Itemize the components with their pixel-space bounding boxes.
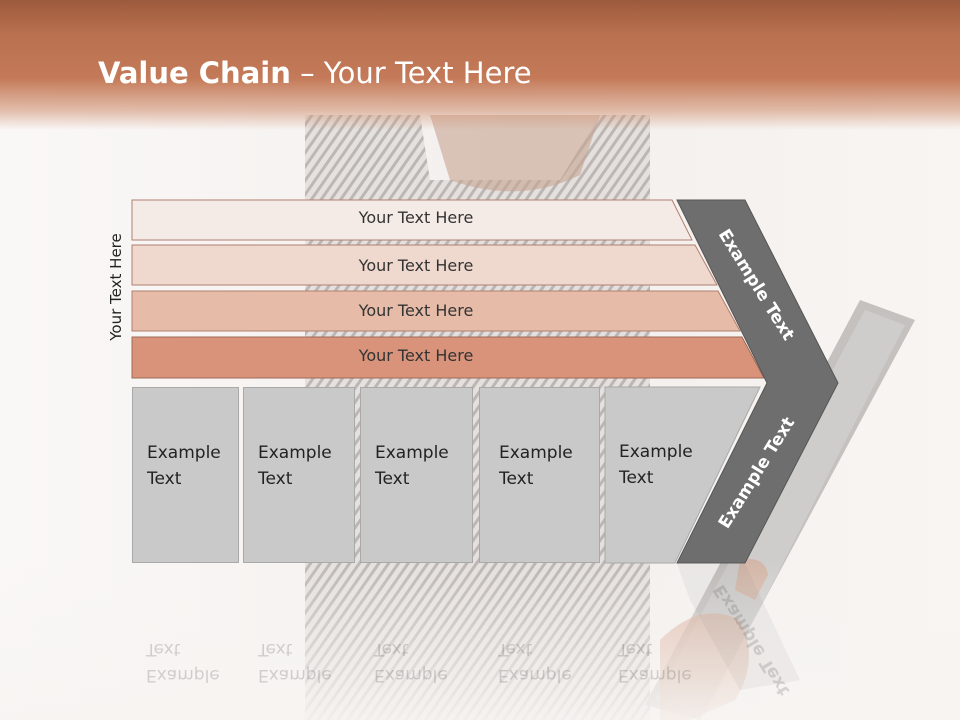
chevron-reflection [677, 564, 800, 690]
row-band-3 [131, 290, 741, 332]
row-label-1: Your Text Here [358, 208, 474, 227]
row-label-3: Your Text Here [358, 301, 474, 320]
title-rest: – Your Text Here [290, 56, 532, 90]
row-label-4: Your Text Here [358, 346, 474, 365]
title-bold: Value Chain [98, 56, 291, 90]
row-band-2 [131, 244, 718, 286]
row-band-1 [131, 199, 693, 241]
header-band [0, 0, 960, 130]
chevron-arrow [676, 199, 839, 564]
row-label-2: Your Text Here [358, 256, 474, 275]
box-5-shape [604, 386, 761, 564]
page-title: Value Chain – Your Text Here [98, 56, 532, 90]
